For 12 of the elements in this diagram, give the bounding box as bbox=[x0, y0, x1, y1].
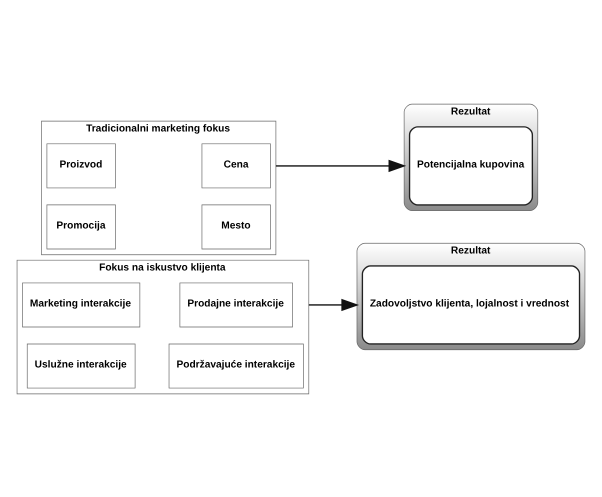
node-box: Promocija bbox=[46, 204, 116, 249]
node-box: Uslužne interakcije bbox=[26, 343, 136, 388]
node-box: Potencijalna kupovina bbox=[408, 126, 534, 206]
arrow bbox=[308, 298, 360, 311]
node-box: Cena bbox=[202, 143, 271, 188]
node-box: Marketing interakcije bbox=[22, 282, 140, 327]
node-box: Mesto bbox=[202, 204, 271, 249]
node-box: Zadovoljstvo klijenta, lojalnost i vrednost bbox=[362, 264, 580, 344]
node-box: Prodajne interakcije bbox=[180, 282, 293, 327]
arrow bbox=[276, 159, 406, 172]
node-box: Proizvod bbox=[46, 143, 116, 188]
node-box: Podržavajuće interakcije bbox=[168, 343, 304, 388]
